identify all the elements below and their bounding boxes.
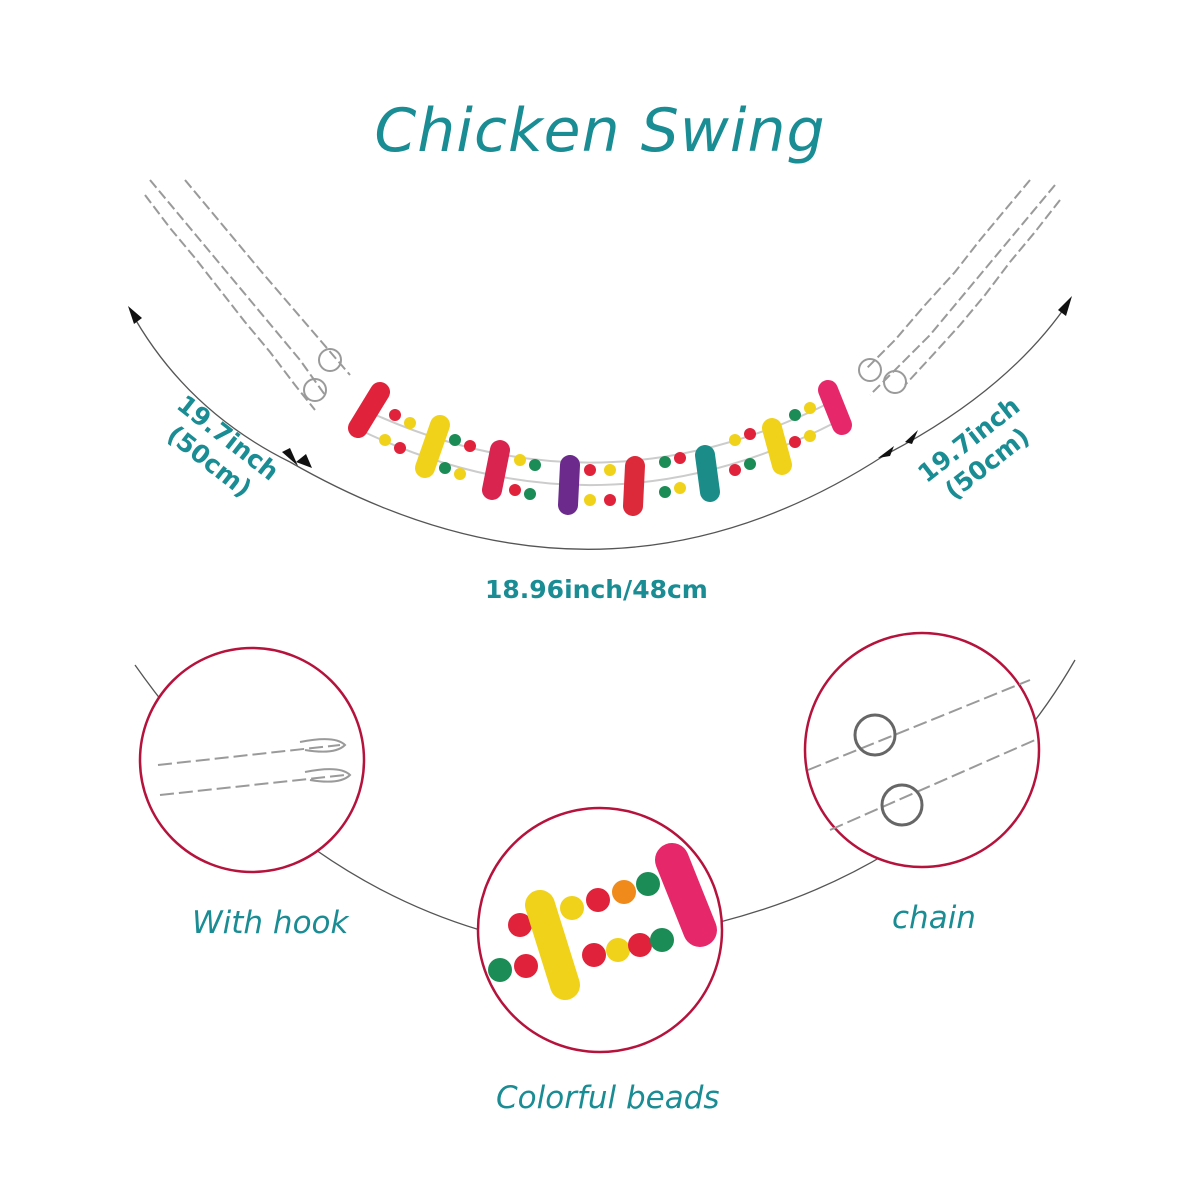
- width-label: 18.96inch/48cm: [485, 575, 708, 604]
- hook-caption: With hook: [192, 905, 349, 941]
- bead-row-top: [389, 402, 816, 476]
- beads-caption: Colorful beads: [496, 1080, 720, 1116]
- left-chain: [144, 179, 351, 411]
- arrow-left-bottom: [282, 448, 298, 466]
- chain-caption: chain: [892, 900, 976, 936]
- bead-row-bottom: [379, 430, 816, 506]
- arrow-right-bottom-b: [905, 430, 918, 444]
- beads-detail: [488, 843, 717, 1000]
- callout-hook: [138, 646, 366, 874]
- chain-detail: [807, 679, 1036, 831]
- callout-chain: [803, 631, 1041, 869]
- dimension-arrows: [128, 296, 1072, 468]
- hook-detail: [157, 738, 352, 796]
- product-title: Chicken Swing: [374, 96, 826, 166]
- arrow-right-top: [1058, 296, 1072, 316]
- arrow-left-bottom-b: [296, 454, 312, 468]
- swing-rungs: [348, 380, 852, 516]
- right-chain: [858, 179, 1061, 396]
- arrow-left-top: [128, 306, 142, 324]
- dimension-lines: [129, 299, 1071, 550]
- arrow-right-bottom: [878, 446, 894, 458]
